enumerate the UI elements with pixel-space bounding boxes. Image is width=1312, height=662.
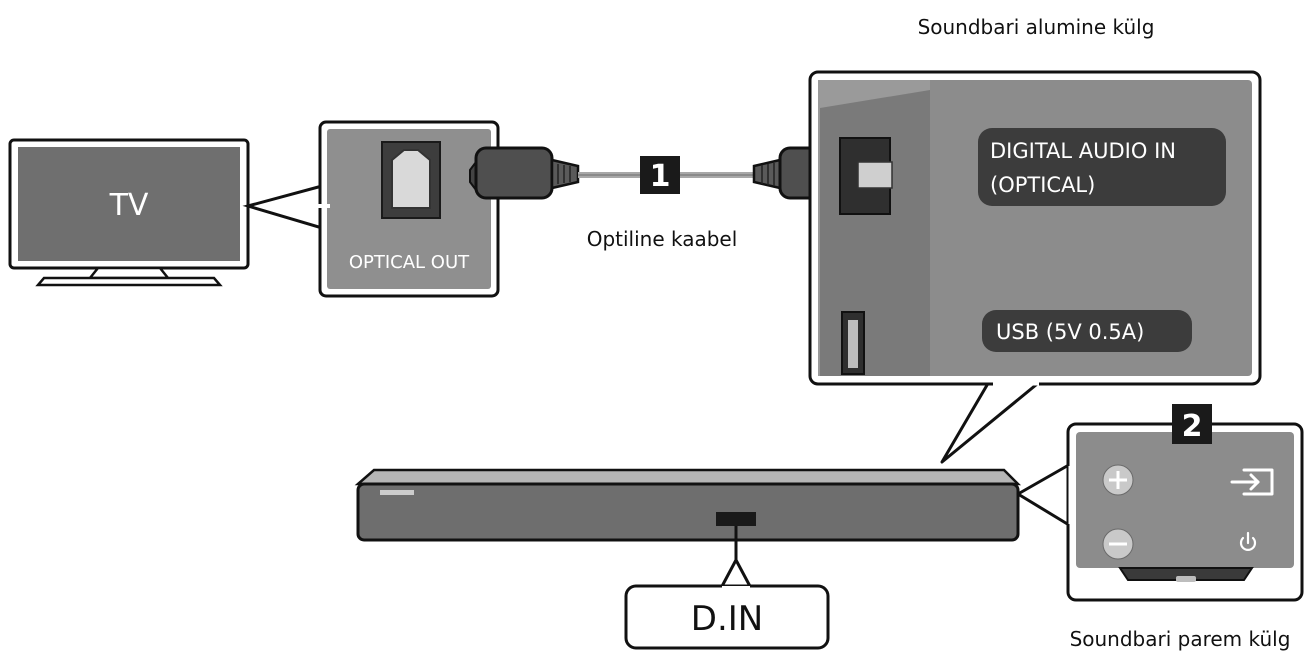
rear-panel-recess-shade <box>820 90 930 376</box>
cable-caption: Optiline kaabel <box>587 227 738 251</box>
side-panel-base-foot <box>1176 576 1196 582</box>
soundbar-body <box>356 482 1020 542</box>
rear-panel-caption: Soundbari alumine külg <box>918 15 1155 39</box>
usb-label-bg <box>982 310 1192 352</box>
soundbar-display <box>716 512 756 526</box>
optical-out-label: OPTICAL OUT <box>349 252 470 273</box>
volume-up-icon <box>1102 464 1134 496</box>
right-plug-strain-relief <box>752 158 782 190</box>
side-panel-callout: 2 Soundbari parem külg <box>1016 404 1304 651</box>
digital-audio-in-label-bg <box>978 128 1226 206</box>
din-label: D.IN <box>691 599 763 639</box>
power-icon <box>1239 531 1257 551</box>
usb-label: USB (5V 0.5A) <box>996 320 1144 344</box>
tv-screen <box>18 147 240 261</box>
tv-optical-out-panel: OPTICAL OUT <box>318 120 500 298</box>
tv: TV <box>8 138 250 287</box>
optical-out-socket-opening <box>391 149 431 209</box>
digital-audio-in-label-line1: DIGITAL AUDIO IN <box>990 139 1176 163</box>
rear-panel-callout: Soundbari alumine külg DIGITAL AUDIO IN … <box>808 15 1262 464</box>
side-panel-surface <box>1076 432 1294 568</box>
source-icon <box>1230 468 1274 496</box>
side-panel-pointer <box>1016 460 1076 530</box>
step-1-number: 1 <box>650 159 671 194</box>
step-2-badge <box>1172 404 1212 444</box>
left-plug-body <box>474 146 554 200</box>
usb-socket-tongue <box>848 320 858 368</box>
side-panel-base <box>1118 567 1254 581</box>
digital-audio-in-opening <box>857 161 893 189</box>
step-2-number: 2 <box>1182 409 1203 444</box>
tv-stand <box>35 276 223 287</box>
soundbar-top <box>354 468 1022 486</box>
soundbar: D.IN <box>354 468 1022 650</box>
rear-panel-pointer <box>940 378 1044 464</box>
tv-neck <box>87 266 171 280</box>
soundbar-logo <box>380 490 414 495</box>
tv-label: TV <box>109 188 149 223</box>
step-1-badge <box>640 156 680 194</box>
side-panel-caption: Soundbari parem külg <box>1070 627 1291 651</box>
left-plug-strain-relief <box>550 158 580 190</box>
optical-cable: 1 Optiline kaabel <box>469 146 863 251</box>
volume-down-icon <box>1102 528 1134 560</box>
digital-audio-in-label-line2: (OPTICAL) <box>990 173 1095 197</box>
tv-port-callout-pointer <box>242 184 324 231</box>
